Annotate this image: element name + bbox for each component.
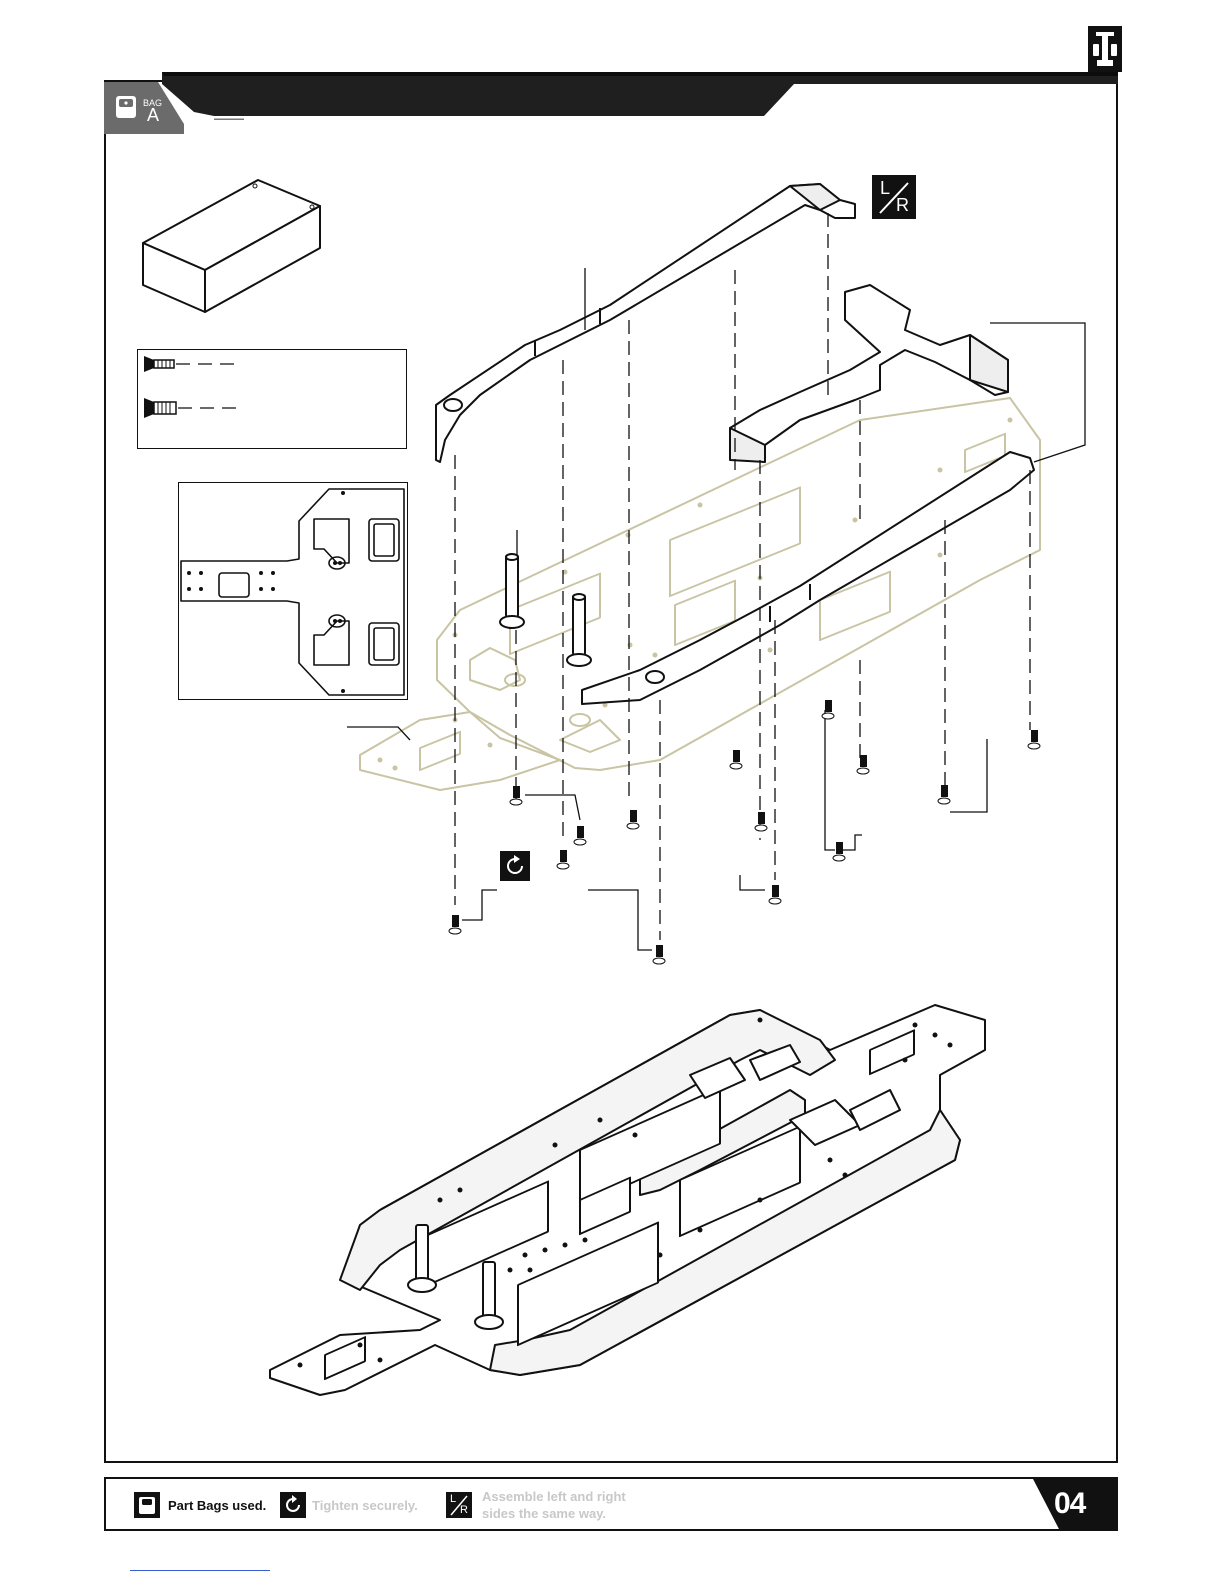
chassis-plate-detail-inset — [178, 482, 408, 700]
tighten-label: Tighten securely. — [312, 1498, 418, 1513]
left-right-icon: L R — [872, 175, 916, 219]
bag-tab — [104, 82, 184, 134]
assemble-line-2: sides the same way. — [482, 1506, 606, 1521]
screw-long-icon — [144, 398, 238, 418]
car-icon — [1088, 26, 1122, 72]
page-number: 04 — [1054, 1487, 1085, 1521]
bag-icon — [134, 1492, 160, 1518]
screws-inset-box — [137, 349, 407, 449]
part-bags-label: Part Bags used. — [168, 1498, 266, 1513]
bag-icon — [116, 96, 136, 118]
tighten-icon — [500, 851, 530, 881]
left-right-icon: L R — [446, 1492, 472, 1518]
bag-letter-label: A — [147, 105, 159, 126]
assemble-line-1: Assemble left and right — [482, 1489, 626, 1504]
page-number-tab: 04 — [1032, 1477, 1118, 1531]
page-frame — [104, 80, 1118, 1463]
screw-short-icon — [144, 356, 238, 372]
tighten-icon — [280, 1492, 306, 1518]
step-header-bar — [104, 72, 1118, 120]
bottom-underline — [130, 1570, 270, 1571]
